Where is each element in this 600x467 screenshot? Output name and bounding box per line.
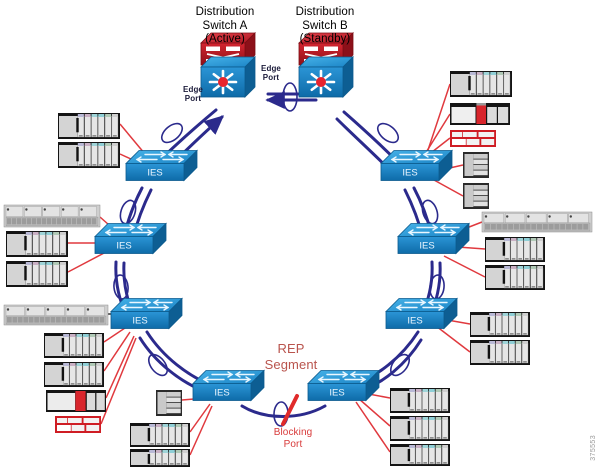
ies-switch[interactable]: IES: [307, 369, 380, 402]
end-device-plc-rack: [44, 362, 104, 387]
dist-switch-a-label: Distribution Switch A (Active): [170, 6, 280, 47]
distribution-switch-group: [200, 32, 354, 98]
edge-right-line2: Port: [262, 72, 280, 82]
end-device-plc-rack: [130, 423, 190, 447]
distribution-switch[interactable]: [200, 32, 256, 98]
end-device-alarm-red: [450, 130, 496, 147]
end-device-io-block: [463, 152, 489, 178]
end-device-plc-rack: [450, 71, 512, 97]
end-device-io-block: [156, 390, 182, 416]
ies-switch-label: IES: [116, 241, 131, 252]
ies-switch[interactable]: IES: [94, 222, 167, 255]
ies-switch-label: IES: [147, 168, 162, 179]
end-device-plc-rack: [58, 113, 120, 139]
ies-switch[interactable]: IES: [380, 149, 453, 182]
ring-link-loop-markers: [113, 82, 445, 427]
dist-b-line3: (Standby): [299, 33, 351, 46]
switch-arrows-icon: [395, 299, 448, 311]
figure-id-watermark: 375553: [590, 435, 597, 461]
end-device-io-block: [463, 183, 489, 209]
dist-a-line1: Distribution: [195, 6, 255, 18]
ies-switch-label: IES: [214, 388, 229, 399]
blocking-port-label: Blocking Port: [254, 427, 332, 451]
switch-arrows-icon: [104, 224, 157, 236]
ies-switch-label: IES: [132, 316, 147, 327]
edge-left-line1: Edge: [183, 85, 203, 94]
end-device-hmi-red-module: [46, 390, 106, 412]
end-device-plc-rack: [390, 444, 450, 466]
ies-switch[interactable]: IES: [397, 222, 470, 255]
dist-a-line3: (Active): [205, 33, 245, 46]
end-device-alarm-red: [55, 416, 101, 433]
rep-line2: Segment: [264, 357, 318, 373]
ies-switch-label: IES: [407, 316, 422, 327]
end-device-plc-rack: [485, 237, 545, 262]
end-device-graphics: [3, 71, 593, 467]
switch-icon: [200, 56, 256, 98]
end-device-hmi-panel: [450, 103, 510, 125]
blocking-line2: Port: [283, 439, 303, 450]
end-device-plc-rack: [390, 416, 450, 441]
end-device-plc-rack: [130, 449, 190, 467]
switch-arrows-icon: [202, 371, 255, 383]
switch-arrows-icon: [120, 299, 173, 311]
end-device-wide-panel: [3, 204, 101, 228]
rep-segment-label: REP Segment: [250, 341, 332, 374]
ies-switch[interactable]: IES: [385, 297, 458, 330]
dist-b-line2: Switch B: [302, 19, 348, 32]
rep-line1: REP: [277, 341, 305, 356]
end-device-plc-rack: [6, 261, 68, 287]
end-device-plc-rack: [470, 340, 530, 365]
edge-port-right-label: Edge Port: [256, 64, 286, 83]
dist-a-line2: Switch A: [202, 19, 248, 32]
ies-switch-label: IES: [329, 388, 344, 399]
blocking-port-slash: [281, 394, 299, 426]
ies-switch[interactable]: IES: [192, 369, 265, 402]
dist-b-line1: Distribution: [295, 6, 355, 18]
end-device-wide-panel: [481, 211, 593, 233]
edge-left-line2: Port: [184, 93, 202, 103]
end-device-plc-rack: [44, 333, 104, 358]
switch-arrows-icon: [135, 151, 188, 163]
ies-switch-label: IES: [402, 168, 417, 179]
ies-switch[interactable]: IES: [125, 149, 198, 182]
distribution-switch[interactable]: [298, 32, 354, 98]
ies-switch-group: IES IES IES IES IES IES IES IES: [94, 149, 470, 402]
dist-switch-b-label: Distribution Switch B (Standby): [270, 6, 380, 47]
edge-port-left-label: Edge Port: [178, 85, 208, 104]
end-device-plc-rack: [390, 388, 450, 413]
end-device-plc-rack: [6, 231, 68, 257]
switch-arrows-icon: [390, 151, 443, 163]
edge-right-line1: Edge: [261, 64, 281, 73]
end-device-plc-rack: [485, 265, 545, 290]
end-device-plc-rack: [470, 312, 530, 337]
end-device-wide-panel: [3, 304, 109, 326]
switch-arrows-icon: [317, 371, 370, 383]
ies-switch[interactable]: IES: [110, 297, 183, 330]
end-device-plc-rack: [58, 142, 120, 168]
switch-icon: [298, 56, 354, 98]
blocking-line1: Blocking: [273, 427, 313, 438]
switch-arrows-icon: [407, 224, 460, 236]
ies-switch-label: IES: [419, 241, 434, 252]
